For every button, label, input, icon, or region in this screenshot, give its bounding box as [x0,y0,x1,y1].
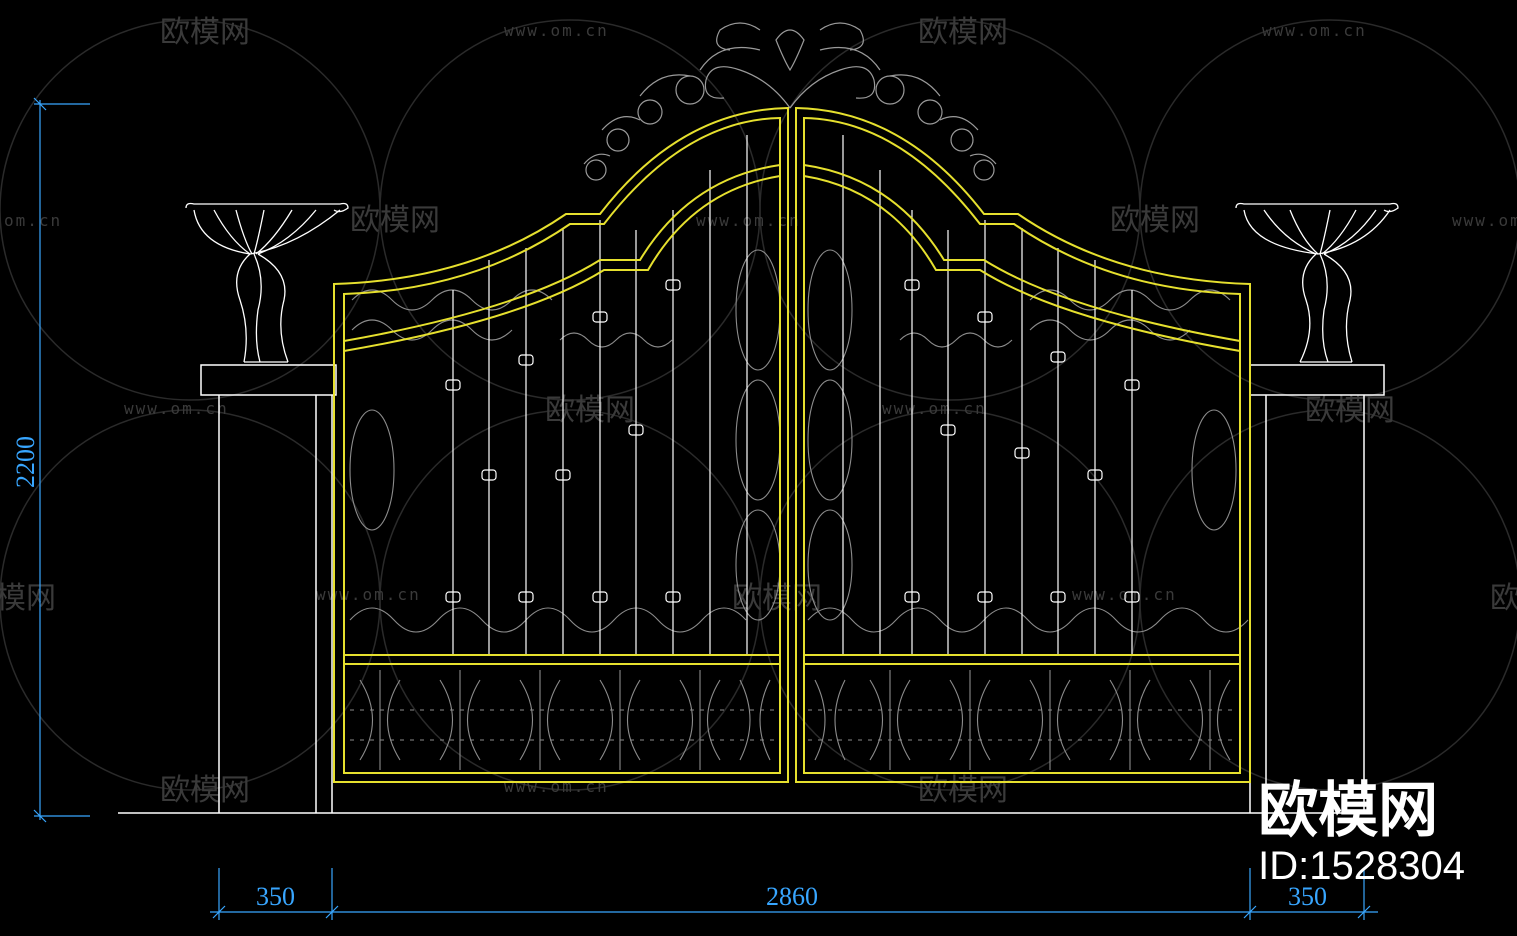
left-pillar [200,364,337,813]
crown-ornament [583,22,997,181]
watermark-url: www.om.cn [1452,211,1517,230]
watermark-url-cut: om.cn [4,211,62,230]
left-urn [185,202,349,363]
watermark-url: www.om.cn [124,399,229,418]
watermark-brand: 欧模网 [545,393,635,428]
dimension-left-pillar: 350 [256,882,295,911]
right-urn [1235,202,1399,363]
watermark-brand-cut: 模网 [0,581,56,616]
brand-stamp-name: 欧模网 [1258,776,1439,846]
watermark-url: www.om.cn [1072,585,1177,604]
watermark-url: www.om.cn [1262,21,1367,40]
right-pillar [1249,364,1385,813]
watermark-url: www.om.cn [504,777,609,796]
dimension-height: 2200 [11,436,40,488]
gate-bars [445,135,1140,655]
brand-stamp: 欧模网 ID:1528304 [1258,778,1465,888]
watermark-circles [0,19,1517,791]
watermark-brand: 欧模网 [350,203,440,238]
watermark-brand: 欧模网 [160,15,250,50]
watermark-url: www.om.cn [882,399,987,418]
gate-infill-ornament [349,249,1249,770]
brand-stamp-id: ID:1528304 [1258,844,1465,888]
dimension-lines [33,97,1378,920]
dimension-right-pillar: 350 [1288,882,1327,911]
watermark-brand: 欧模网 [1110,203,1200,238]
dimension-labels: 2200 350 2860 350 [11,436,1327,911]
watermark-brand-cut-right: 欧 [1490,581,1517,616]
watermark-brand: 欧模网 [918,15,1008,50]
watermark-brand: 欧模网 [1305,393,1395,428]
watermark-logos: 欧模网 欧模网 欧模网 欧模网 欧模网 欧模网 欧模网 欧模网 欧模网 模网 欧… [0,15,1517,808]
watermark-brand: 欧模网 [918,773,1008,808]
watermark-url: www.om.cn [316,585,421,604]
dimension-gate-width: 2860 [766,882,818,911]
gate-frame [333,106,1251,783]
watermark-url: www.om.cn [504,21,609,40]
watermark-brand: 欧模网 [160,773,250,808]
watermark-url: www.om.cn [696,211,801,230]
